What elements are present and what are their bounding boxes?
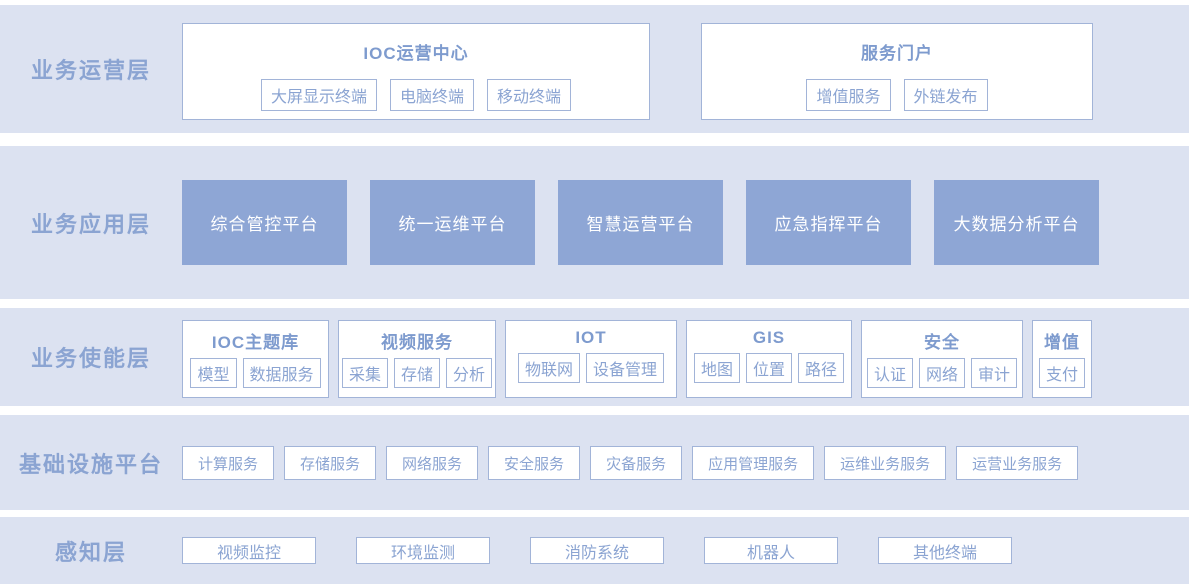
layer-label-column: 基础设施平台 xyxy=(0,415,182,510)
sub-item-row: 采集 存储 分析 xyxy=(341,358,493,388)
layer-label-column: 业务使能层 xyxy=(0,308,182,406)
sub-item: 支付 xyxy=(1038,358,1085,388)
service-box: 安全服务 xyxy=(488,446,581,480)
sub-item: 大屏显示终端 xyxy=(260,79,377,111)
service-box: 存储服务 xyxy=(284,446,377,480)
service-box: 应用管理服务 xyxy=(692,446,815,480)
sub-item-row: 物联网 设备管理 xyxy=(517,353,665,383)
layer-label: 业务运营层 xyxy=(30,58,151,83)
layer-perception: 感知层 视频监控 环境监测 消防系统 机器人 其他终端 xyxy=(0,517,1189,584)
service-box: 运营业务服务 xyxy=(956,446,1079,480)
platform-box: 应急指挥平台 xyxy=(746,180,911,265)
sub-item: 移动终端 xyxy=(487,79,572,111)
group-gis: GIS 地图 位置 路径 xyxy=(686,320,852,398)
layer-content: IOC主题库 模型 数据服务 视频服务 采集 存储 分析 IOT 物联网 设备管… xyxy=(182,308,1189,406)
sub-item: 外链发布 xyxy=(903,79,988,111)
group-security: 安全 认证 网络 审计 xyxy=(861,320,1023,398)
band-gap xyxy=(0,299,1189,308)
sub-item: 电脑终端 xyxy=(389,79,474,111)
band-gap xyxy=(0,133,1189,146)
service-box: 计算服务 xyxy=(182,446,275,480)
sub-item: 分析 xyxy=(446,358,493,388)
sub-item: 存储 xyxy=(393,358,440,388)
platform-box: 统一运维平台 xyxy=(370,180,535,265)
platform-box: 大数据分析平台 xyxy=(934,180,1099,265)
sub-item-row: 认证 网络 审计 xyxy=(866,358,1018,388)
sub-item-row: 模型 数据服务 xyxy=(190,358,321,388)
service-box: 灾备服务 xyxy=(590,446,683,480)
terminal-box: 环境监测 xyxy=(356,537,490,564)
layer-business-operations: 业务运营层 IOC运营中心 大屏显示终端 电脑终端 移动终端 服务门户 增值服务… xyxy=(0,5,1189,133)
sub-item: 数据服务 xyxy=(242,358,321,388)
layer-content: IOC运营中心 大屏显示终端 电脑终端 移动终端 服务门户 增值服务 外链发布 xyxy=(182,5,1189,133)
terminal-box: 机器人 xyxy=(704,537,838,564)
group-title: GIS xyxy=(752,328,786,347)
layer-content: 视频监控 环境监测 消防系统 机器人 其他终端 xyxy=(182,517,1189,584)
terminal-box: 其他终端 xyxy=(878,537,1012,564)
layer-label-column: 业务应用层 xyxy=(0,146,182,299)
layer-business-applications: 业务应用层 综合管控平台 统一运维平台 智慧运营平台 应急指挥平台 大数据分析平… xyxy=(0,146,1189,299)
sub-item-row: 大屏显示终端 电脑终端 移动终端 xyxy=(260,79,572,111)
layer-content: 综合管控平台 统一运维平台 智慧运营平台 应急指挥平台 大数据分析平台 xyxy=(182,146,1189,299)
sub-item-row: 增值服务 外链发布 xyxy=(806,79,988,111)
layer-content: 计算服务 存储服务 网络服务 安全服务 灾备服务 应用管理服务 运维业务服务 运… xyxy=(182,415,1189,510)
group-title: 服务门户 xyxy=(861,44,933,63)
group-ioc-theme-library: IOC主题库 模型 数据服务 xyxy=(182,320,329,398)
band-gap xyxy=(0,406,1189,415)
layer-label-column: 感知层 xyxy=(0,517,182,584)
terminal-box: 消防系统 xyxy=(530,537,664,564)
group-title: 增值 xyxy=(1044,333,1080,352)
sub-item: 采集 xyxy=(341,358,388,388)
sub-item: 设备管理 xyxy=(586,353,665,383)
group-ioc-operation-center: IOC运营中心 大屏显示终端 电脑终端 移动终端 xyxy=(182,23,650,120)
layer-label: 业务应用层 xyxy=(30,211,151,237)
group-title: IOC主题库 xyxy=(211,333,300,352)
sub-item: 审计 xyxy=(971,358,1018,388)
service-box: 运维业务服务 xyxy=(824,446,947,480)
layer-label: 基础设施平台 xyxy=(18,451,163,477)
sub-item: 物联网 xyxy=(517,353,580,383)
group-title: IOC运营中心 xyxy=(363,44,469,63)
platform-box: 综合管控平台 xyxy=(182,180,347,265)
sub-item: 增值服务 xyxy=(806,79,891,111)
group-title: 视频服务 xyxy=(381,333,453,352)
group-title: IOT xyxy=(575,328,607,347)
group-service-portal: 服务门户 增值服务 外链发布 xyxy=(701,23,1093,120)
sub-item: 地图 xyxy=(693,353,740,383)
platform-box: 智慧运营平台 xyxy=(558,180,723,265)
sub-item-row: 地图 位置 路径 xyxy=(693,353,845,383)
band-gap xyxy=(0,510,1189,517)
group-video-service: 视频服务 采集 存储 分析 xyxy=(338,320,496,398)
sub-item: 位置 xyxy=(745,353,792,383)
layer-label-column: 业务运营层 xyxy=(0,5,182,133)
layer-business-enablement: 业务使能层 IOC主题库 模型 数据服务 视频服务 采集 存储 分析 IOT xyxy=(0,308,1189,406)
sub-item-row: 支付 xyxy=(1038,358,1085,388)
sub-item: 认证 xyxy=(866,358,913,388)
group-value-added: 增值 支付 xyxy=(1032,320,1092,398)
sub-item: 路径 xyxy=(798,353,845,383)
layer-infrastructure-platform: 基础设施平台 计算服务 存储服务 网络服务 安全服务 灾备服务 应用管理服务 运… xyxy=(0,415,1189,510)
terminal-box: 视频监控 xyxy=(182,537,316,564)
layer-label: 业务使能层 xyxy=(30,346,151,371)
sub-item: 模型 xyxy=(190,358,237,388)
group-title: 安全 xyxy=(924,333,960,352)
service-box: 网络服务 xyxy=(386,446,479,480)
layer-label: 感知层 xyxy=(54,539,127,565)
sub-item: 网络 xyxy=(918,358,965,388)
group-iot: IOT 物联网 设备管理 xyxy=(505,320,677,398)
